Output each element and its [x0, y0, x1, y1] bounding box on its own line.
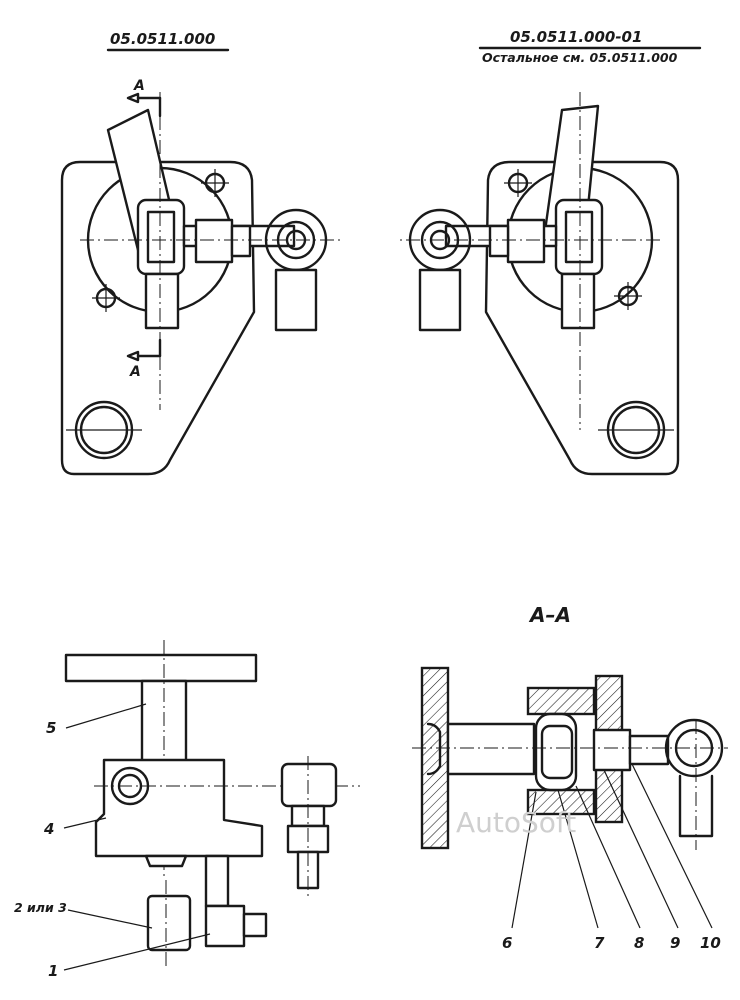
leader-line: [557, 789, 599, 929]
small-hole: [504, 169, 532, 197]
section-cut-marker: А: [126, 338, 162, 380]
watermark: AutoSoft: [456, 806, 576, 839]
lower-nut: [204, 904, 246, 948]
mounting-hole: [598, 400, 674, 460]
right-view-designation: 05.0511.000-01: [510, 28, 642, 46]
callout-6: 6: [502, 934, 512, 952]
left-assembly-view: 05.0511.000: [60, 30, 340, 476]
shaft: [446, 722, 536, 776]
ball-joint-stem: [418, 268, 462, 332]
side-view: 5 4 2 или 3 1: [14, 640, 360, 980]
ball-joint-stem: [274, 268, 318, 332]
spring-washer: [144, 854, 188, 868]
callout-4: 4: [43, 820, 54, 838]
pin-core: [540, 724, 574, 780]
link-nut: [194, 218, 234, 264]
small-hole: [201, 169, 229, 197]
small-hole: [614, 282, 642, 310]
leader-line: [631, 763, 713, 929]
lower-block: [146, 894, 192, 952]
rod: [628, 734, 670, 766]
link-nut: [488, 224, 510, 258]
small-hole: [92, 284, 120, 312]
pin-stem: [560, 272, 596, 330]
section-view-a-a: А–А 6 7 8 9 10: [412, 603, 728, 952]
callout-2-or-3: 2 или 3: [14, 900, 67, 915]
callout-8: 8: [634, 934, 644, 952]
shaft-head: [426, 722, 442, 776]
lower-arm: [204, 854, 230, 908]
callout-1: 1: [48, 962, 58, 980]
ball-joint-housing: [280, 762, 338, 808]
callout-7: 7: [594, 934, 605, 952]
link-nut: [506, 218, 546, 264]
bracket-plate: [484, 160, 680, 476]
svg-text:А: А: [133, 78, 145, 94]
lower-thread: [242, 912, 268, 938]
svg-text:А: А: [129, 364, 141, 380]
leader-line: [63, 817, 107, 829]
leader-line: [511, 791, 537, 929]
right-view-note: Остальное см. 05.0511.000: [482, 50, 678, 65]
leader-line: [67, 909, 153, 929]
left-view-designation: 05.0511.000: [110, 30, 215, 48]
right-assembly-view: 05.0511.000-01 Остальное см. 05.0511.000: [400, 28, 702, 476]
leader-line: [65, 703, 147, 729]
callout-9: 9: [670, 934, 680, 952]
pin-stem: [144, 272, 180, 330]
leader-line: [603, 769, 679, 929]
hatched-plate: [420, 666, 450, 850]
top-flange: [64, 653, 258, 683]
leader-line: [575, 785, 641, 929]
callout-10: 10: [700, 934, 721, 952]
link-nut: [230, 224, 252, 258]
callout-5: 5: [46, 719, 56, 737]
section-cut-marker: А: [126, 78, 162, 118]
section-title: А–А: [528, 603, 571, 627]
leader-line: [63, 933, 211, 971]
bushing-top: [526, 686, 596, 716]
mounting-hole: [66, 400, 142, 460]
housing: [94, 758, 264, 858]
bracket-plate: [60, 160, 256, 476]
